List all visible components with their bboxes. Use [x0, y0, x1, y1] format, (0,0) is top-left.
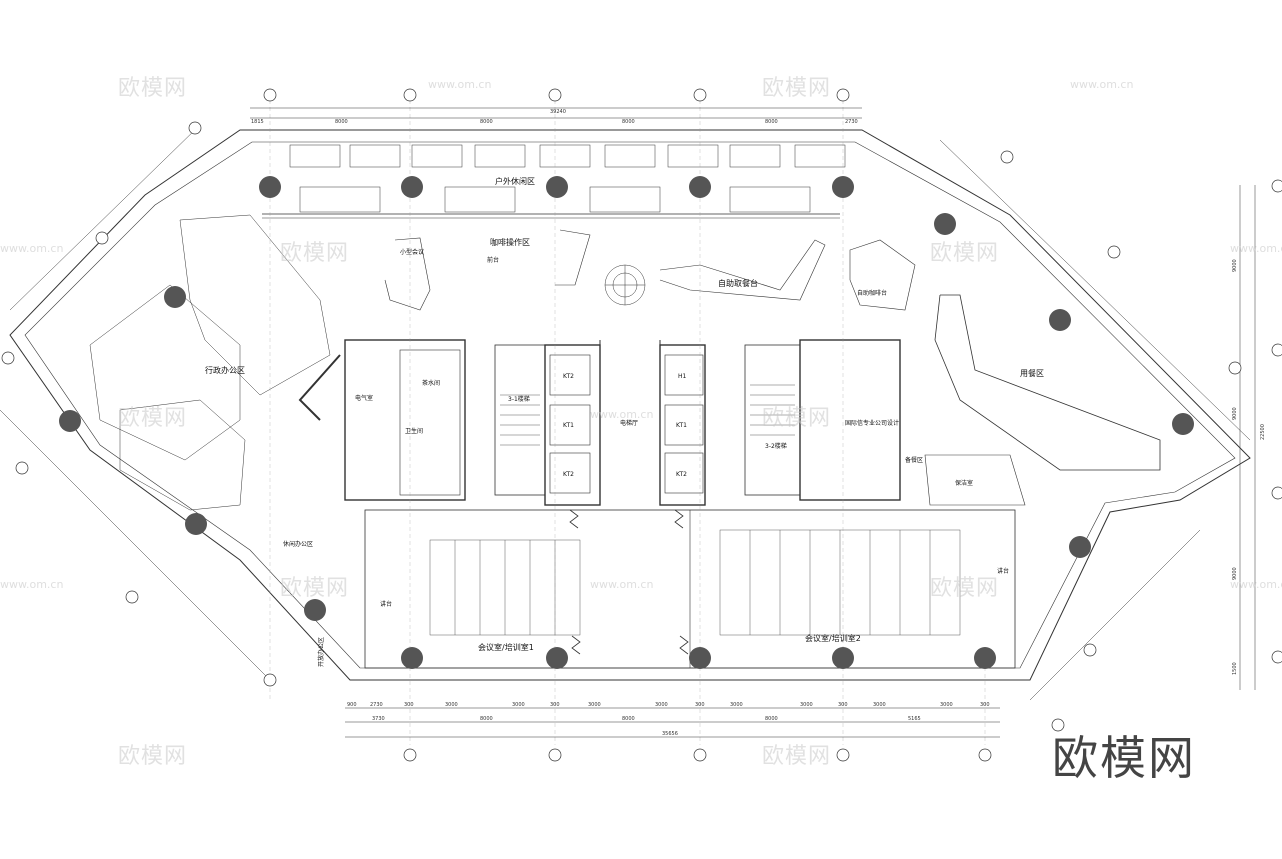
dim-bottom-r1-6: 3000 — [588, 702, 601, 708]
dim-right-3: 1500 — [1232, 662, 1238, 675]
dim-bottom-r1-12: 3000 — [873, 702, 886, 708]
room-small-meeting: 小型会议 — [400, 248, 424, 256]
inner-wall-outline — [24, 141, 1236, 669]
room-self-service-counter: 自助取餐台 — [718, 278, 758, 288]
room-server-room: 电气室 — [355, 394, 373, 402]
axis-bubbles — [1, 88, 1282, 762]
room-stage-2: 讲台 — [997, 567, 1009, 575]
building-outline — [9, 129, 1251, 681]
dim-bottom-r1-13: 3000 — [940, 702, 953, 708]
room-reception-desk: 前台 — [487, 256, 499, 264]
room-admin-office: 行政办公区 — [205, 365, 245, 375]
room-restroom: 卫生间 — [405, 427, 423, 435]
dim-top-1: 1815 — [251, 119, 264, 125]
dim-bottom-r1-0: 900 — [347, 702, 357, 708]
dim-bottom-r2-2: 8000 — [622, 716, 635, 722]
room-self-service-bar: 自助咖啡台 — [857, 289, 887, 297]
label-h1: H1 — [678, 373, 687, 380]
brand-logo: 欧模网 — [1052, 731, 1196, 785]
dim-bottom-r2-4: 5165 — [908, 716, 921, 722]
dim-bottom-r2-1: 8000 — [480, 716, 493, 722]
dim-bottom-r1-5: 300 — [550, 702, 560, 708]
door-swings — [569, 509, 689, 655]
dim-bottom-r1-4: 3000 — [512, 702, 525, 708]
dim-top-total: 39240 — [550, 109, 566, 115]
label-kt2-c: KT2 — [676, 471, 687, 478]
room-stair-2: 3-2楼梯 — [765, 442, 787, 450]
room-stage-1: 讲台 — [380, 600, 392, 608]
room-prep-area: 备餐区 — [905, 456, 923, 464]
dim-bottom-r1-3: 3000 — [445, 702, 458, 708]
room-outdoor-lounge: 户外休闲区 — [495, 176, 535, 186]
label-kt1-a: KT1 — [563, 422, 574, 429]
dim-bottom-r1-14: 300 — [980, 702, 990, 708]
dim-top-5: 8000 — [765, 119, 778, 125]
room-leisure-area: 休闲办公区 — [283, 540, 313, 548]
dim-bottom-r1-9: 3000 — [730, 702, 743, 708]
dim-right-1: 9000 — [1232, 407, 1238, 420]
dim-bottom-r1-1: 2730 — [370, 702, 383, 708]
label-kt2-b: KT2 — [563, 471, 574, 478]
dim-bottom-total: 35656 — [662, 731, 678, 737]
dim-top-2: 8000 — [335, 119, 348, 125]
tree-icon — [604, 264, 646, 306]
room-training-2: 会议室/培训室2 — [805, 633, 861, 643]
dim-bottom-r2-3: 8000 — [765, 716, 778, 722]
room-pantry: 茶水间 — [422, 379, 440, 387]
dim-bottom-r1-10: 3000 — [800, 702, 813, 708]
label-kt1-b: KT1 — [676, 422, 687, 429]
room-coffee-bar: 咖啡操作区 — [490, 237, 530, 247]
dim-right-total: 22500 — [1260, 424, 1266, 440]
dim-bottom-r1-8: 300 — [695, 702, 705, 708]
room-dining-area: 用餐区 — [1020, 369, 1044, 378]
dim-bottom-r2-0: 3730 — [372, 716, 385, 722]
dim-bottom-r1-7: 3000 — [655, 702, 668, 708]
room-pro-company: 国际信专业公司设计 — [845, 419, 899, 427]
structural-columns — [59, 176, 1194, 669]
dim-right-2: 9000 — [1232, 567, 1238, 580]
room-open-work: 开放办公区 — [317, 637, 325, 667]
dim-right-0: 9000 — [1232, 259, 1238, 272]
dim-bottom-r1-2: 300 — [404, 702, 414, 708]
room-cleaning-room: 保洁室 — [955, 479, 973, 487]
dim-top-6: 2730 — [845, 119, 858, 125]
dim-bottom-r1-11: 300 — [838, 702, 848, 708]
room-elevator-lobby: 电梯厅 — [620, 419, 638, 427]
room-stair-1: 3-1楼梯 — [508, 395, 530, 403]
dim-top-3: 8000 — [480, 119, 493, 125]
label-kt2-a: KT2 — [563, 373, 574, 380]
room-training-1: 会议室/培训室1 — [478, 642, 534, 652]
dim-top-4: 8000 — [622, 119, 635, 125]
